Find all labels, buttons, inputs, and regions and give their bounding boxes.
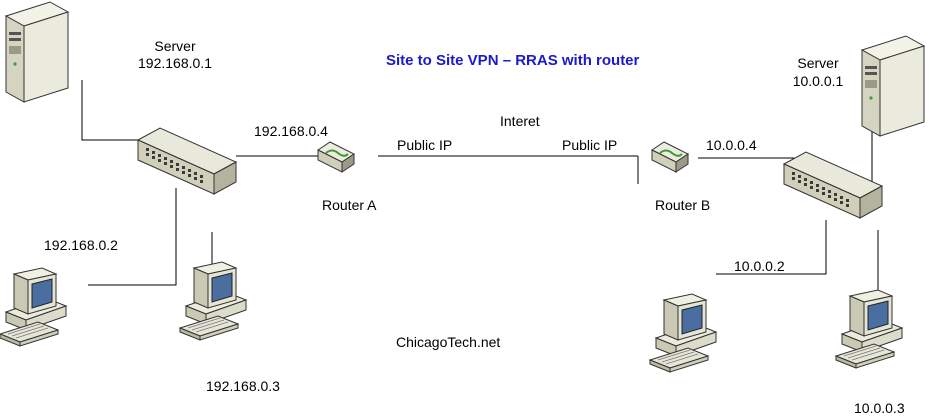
- internet-label: Interet: [500, 113, 540, 129]
- router-b-public-ip-label: Public IP: [562, 137, 618, 153]
- right-server-ip: 10.0.0.1: [792, 73, 844, 89]
- watermark-text: ChicagoTech.net: [396, 334, 501, 350]
- router-b-icon: [651, 141, 689, 173]
- router-b-ip: 10.0.0.4: [706, 137, 757, 153]
- left-server-ip: 192.168.0.1: [138, 55, 212, 71]
- right-server-label: Server: [797, 55, 839, 71]
- router-a-ip: 192.168.0.4: [254, 123, 328, 139]
- router-a-name: Router A: [322, 197, 377, 213]
- left-client2-ip: 192.168.0.3: [206, 378, 280, 394]
- left-server-icon: [5, 1, 69, 103]
- right-server-icon: [861, 35, 925, 137]
- left-server-label: Server: [154, 38, 196, 54]
- right-client1-computer-icon: [649, 293, 717, 373]
- left-switch-icon: [137, 127, 237, 195]
- right-client2-computer-icon: [835, 289, 903, 369]
- right-client2-ip: 10.0.0.3: [854, 400, 905, 416]
- left-client1-ip: 192.168.0.2: [44, 237, 118, 253]
- left-client2-computer-icon: [179, 261, 247, 341]
- router-a-public-ip-label: Public IP: [397, 137, 453, 153]
- router-a-icon: [317, 141, 355, 173]
- right-switch-icon: [783, 151, 883, 219]
- router-b-name: Router B: [655, 197, 711, 213]
- left-client1-link: [88, 188, 177, 286]
- right-client1-link: [716, 220, 827, 275]
- right-client1-ip: 10.0.0.2: [734, 258, 785, 274]
- left-client1-computer-icon: [0, 267, 67, 347]
- diagram-title: Site to Site VPN – RRAS with router: [386, 52, 640, 69]
- left-server-link: [81, 80, 140, 141]
